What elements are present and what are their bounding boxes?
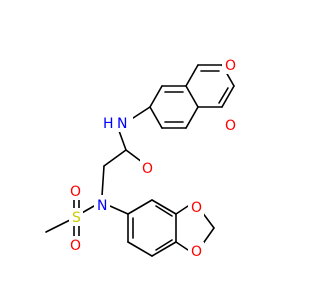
- atom-label: O: [191, 244, 202, 260]
- atom-label: S: [72, 210, 81, 226]
- bond: [221, 85, 235, 108]
- atom-labels: N H O N S O O O O O O: [67, 56, 238, 260]
- atom-label: H: [103, 116, 114, 132]
- atom-label: O: [225, 118, 236, 134]
- bond: [125, 149, 143, 163]
- atom-label: O: [191, 200, 202, 216]
- bond: [218, 87, 229, 104]
- bond: [175, 205, 189, 215]
- bond: [109, 205, 129, 215]
- bond: [101, 165, 105, 197]
- bond: [151, 199, 177, 215]
- atom-label: O: [225, 58, 236, 74]
- bond: [185, 64, 199, 87]
- bond: [175, 241, 189, 251]
- bond: [185, 85, 199, 108]
- bond: [45, 219, 71, 233]
- bond: [127, 241, 153, 257]
- molecule-canvas: N H O N S O O O O O O: [45, 56, 238, 260]
- bond: [127, 199, 153, 215]
- bond: [129, 106, 151, 121]
- atom-label: O: [70, 184, 81, 200]
- atom-label: O: [70, 238, 81, 254]
- bond: [103, 149, 127, 167]
- atom-label: N: [117, 116, 127, 132]
- bond: [151, 241, 177, 257]
- bond: [149, 85, 163, 108]
- bond: [149, 106, 163, 129]
- atom-label: O: [142, 161, 153, 177]
- bond: [155, 205, 173, 217]
- bond: [185, 106, 199, 129]
- bond: [155, 239, 173, 251]
- atom-label: N: [97, 198, 107, 214]
- molecule-structure: N H O N S O O O O O O: [45, 56, 238, 260]
